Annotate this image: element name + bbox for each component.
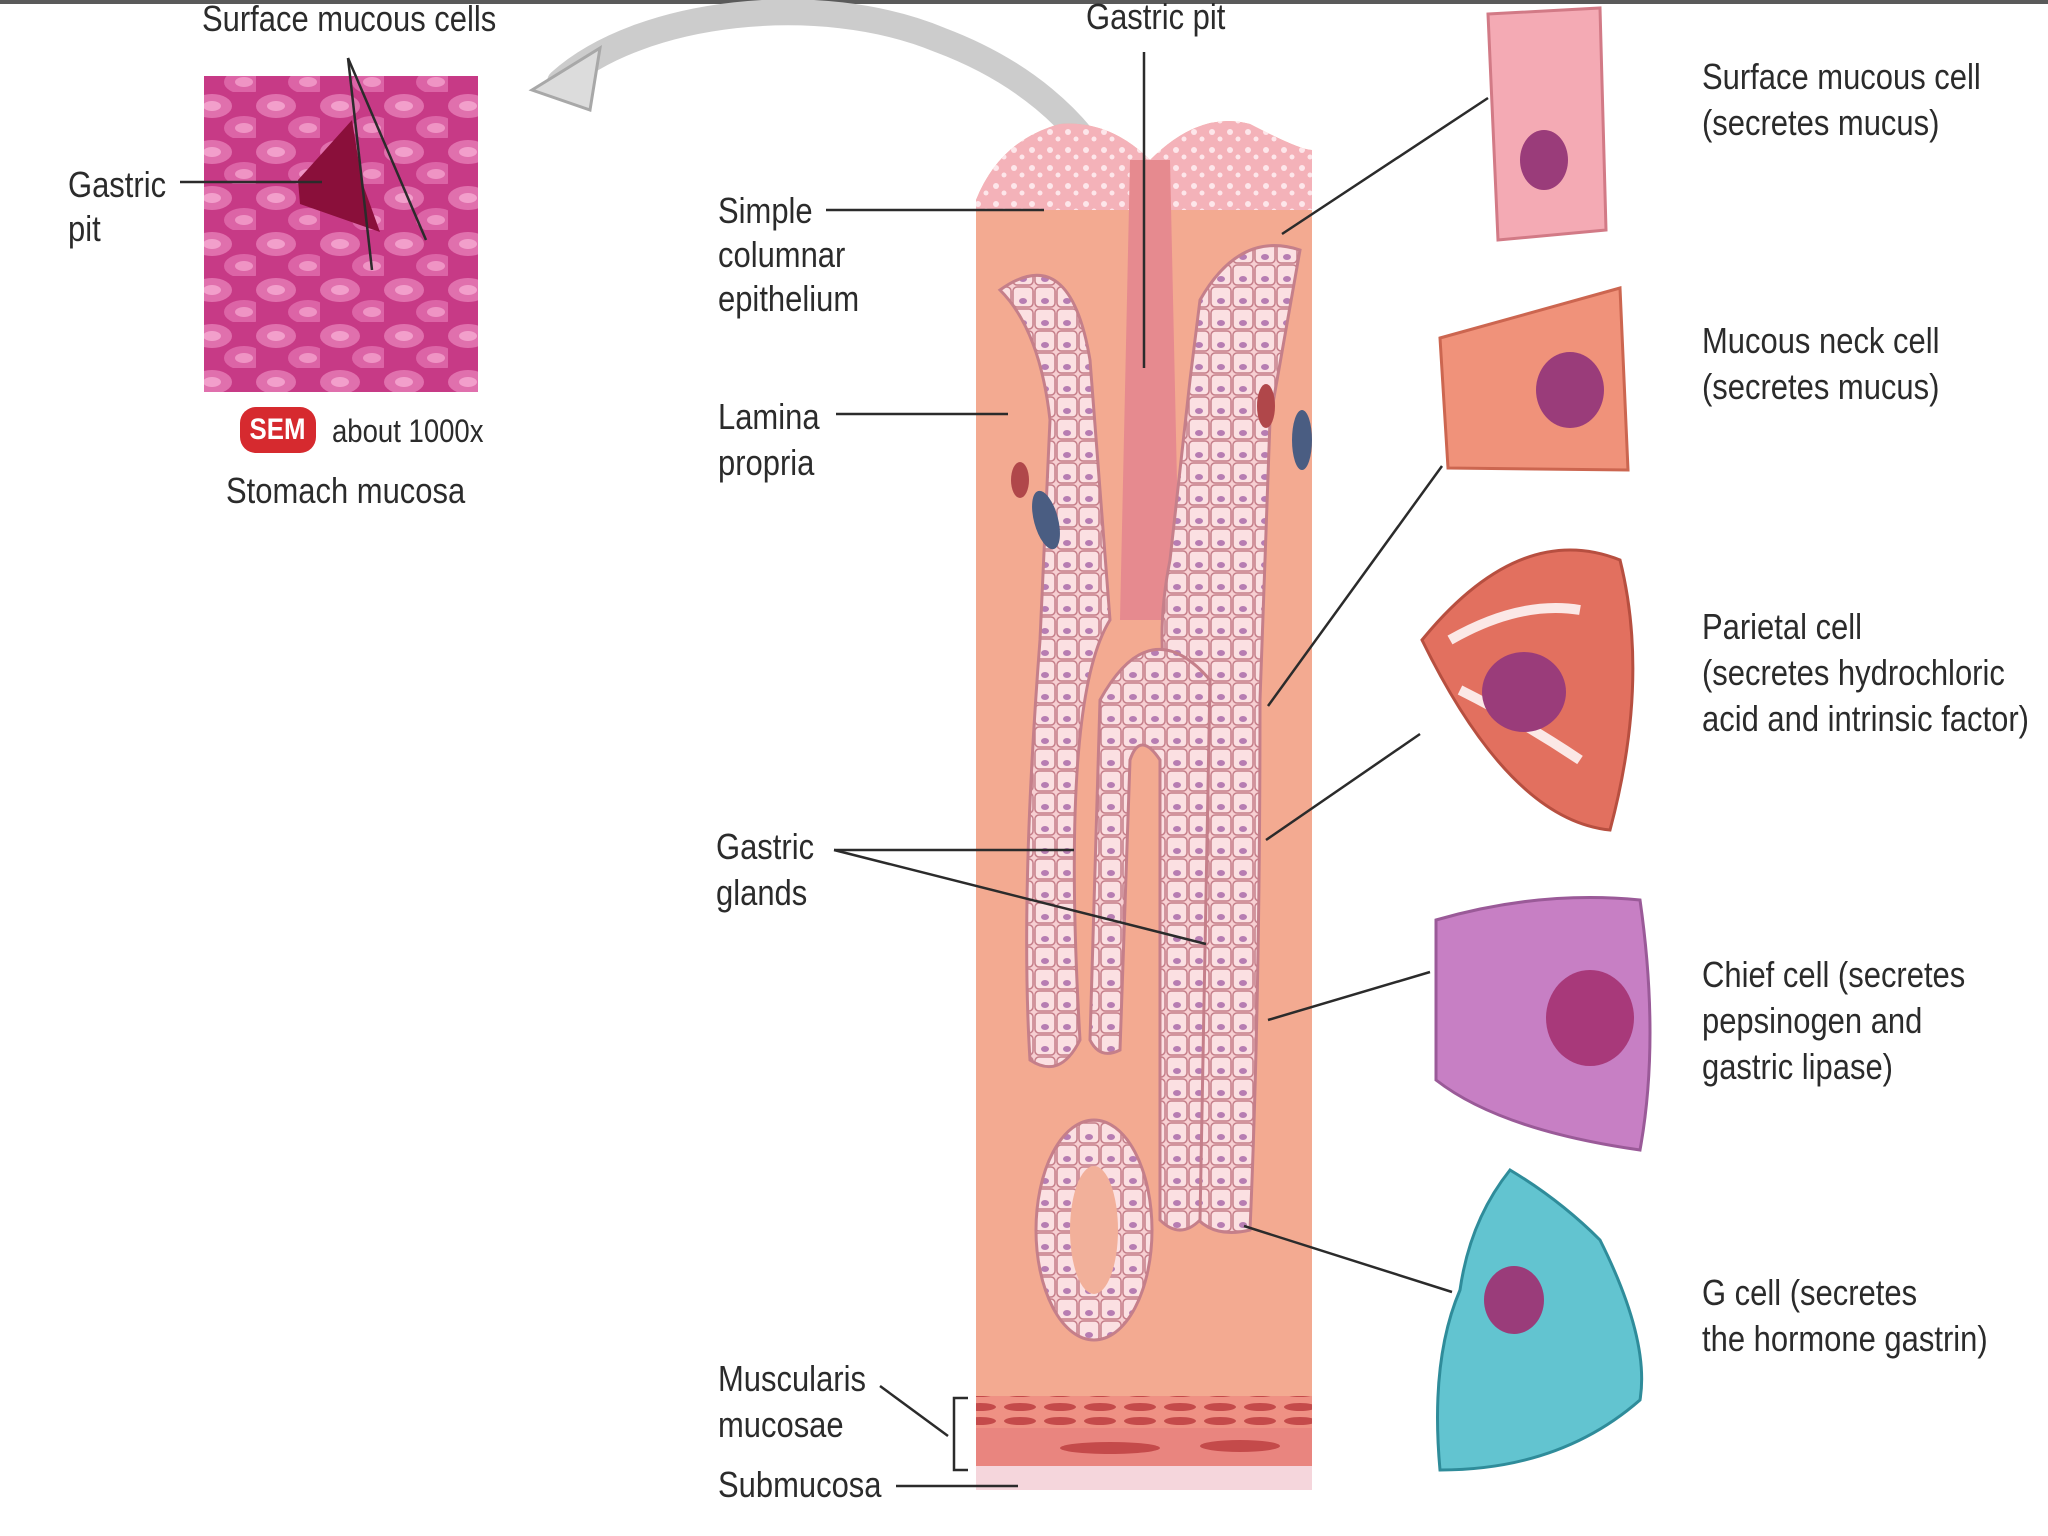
parietal-cell-label-line3: acid and intrinsic factor) <box>1702 698 2029 739</box>
parietal-cell-label-line1: Parietal cell <box>1702 606 1863 647</box>
surface-mucous-cell-label-line2: (secretes mucus) <box>1702 102 1940 143</box>
zoom-arrow-head <box>528 44 603 112</box>
mucosa-section <box>976 120 1312 1490</box>
mucous-neck-cell-label-line2: (secretes mucus) <box>1702 366 1940 407</box>
lamina-propria-label-line1: Lamina <box>718 396 820 437</box>
gastric-pit-label-line1: Gastric <box>68 164 167 205</box>
chief-cell-label-line1: Chief cell (secretes <box>1702 954 1966 995</box>
g-cell-label-line2: the hormone gastrin) <box>1702 1318 1988 1359</box>
sem-micrograph <box>204 76 478 392</box>
surface-mucous-cell-label-line1: Surface mucous cell <box>1702 56 1981 97</box>
surface-mucous-cell-illustration <box>1486 6 1608 242</box>
parietal-cell-illustration <box>1420 548 1635 832</box>
leader-lines <box>180 52 1489 1488</box>
gastric-pit-opening <box>298 120 380 232</box>
top-edge-bar <box>0 0 2048 4</box>
lamina-propria-label-line2: propria <box>718 442 815 483</box>
submucosa-label: Submucosa <box>718 1464 882 1505</box>
parietal-cell-label-line2: (secretes hydrochloric <box>1702 652 2005 693</box>
stomach-mucosa-caption: Stomach mucosa <box>226 470 466 511</box>
muscularis-mucosae-label-line1: Muscularis <box>718 1358 866 1399</box>
chief-cell-label-line3: gastric lipase) <box>1702 1046 1894 1087</box>
g-cell-illustration <box>1436 1168 1644 1472</box>
chief-cell-illustration <box>1434 896 1652 1152</box>
gastric-glands-label-line1: Gastric <box>716 826 815 867</box>
zoom-arrow <box>547 0 1123 193</box>
simple-columnar-label-line2: columnar <box>718 234 846 275</box>
mucous-neck-cell-label-line1: Mucous neck cell <box>1702 320 1940 361</box>
chief-cell-label-line2: pepsinogen and <box>1702 1000 1923 1041</box>
magnification-label: about 1000x <box>332 413 484 449</box>
gastric-pit-label: Gastric pit <box>1086 0 1226 37</box>
gastric-pit-label-line2: pit <box>68 208 101 249</box>
g-cell-label-line1: G cell (secretes <box>1702 1272 1918 1313</box>
mucous-neck-cell-illustration <box>1438 286 1630 472</box>
simple-columnar-label-line3: epithelium <box>718 278 860 319</box>
surface-mucous-cells-label: Surface mucous cells <box>202 0 497 39</box>
simple-columnar-label-line1: Simple <box>718 190 813 231</box>
sem-badge: SEM <box>240 407 316 453</box>
muscularis-mucosae-label-line2: mucosae <box>718 1404 844 1445</box>
gastric-glands-label-line2: glands <box>716 872 808 913</box>
